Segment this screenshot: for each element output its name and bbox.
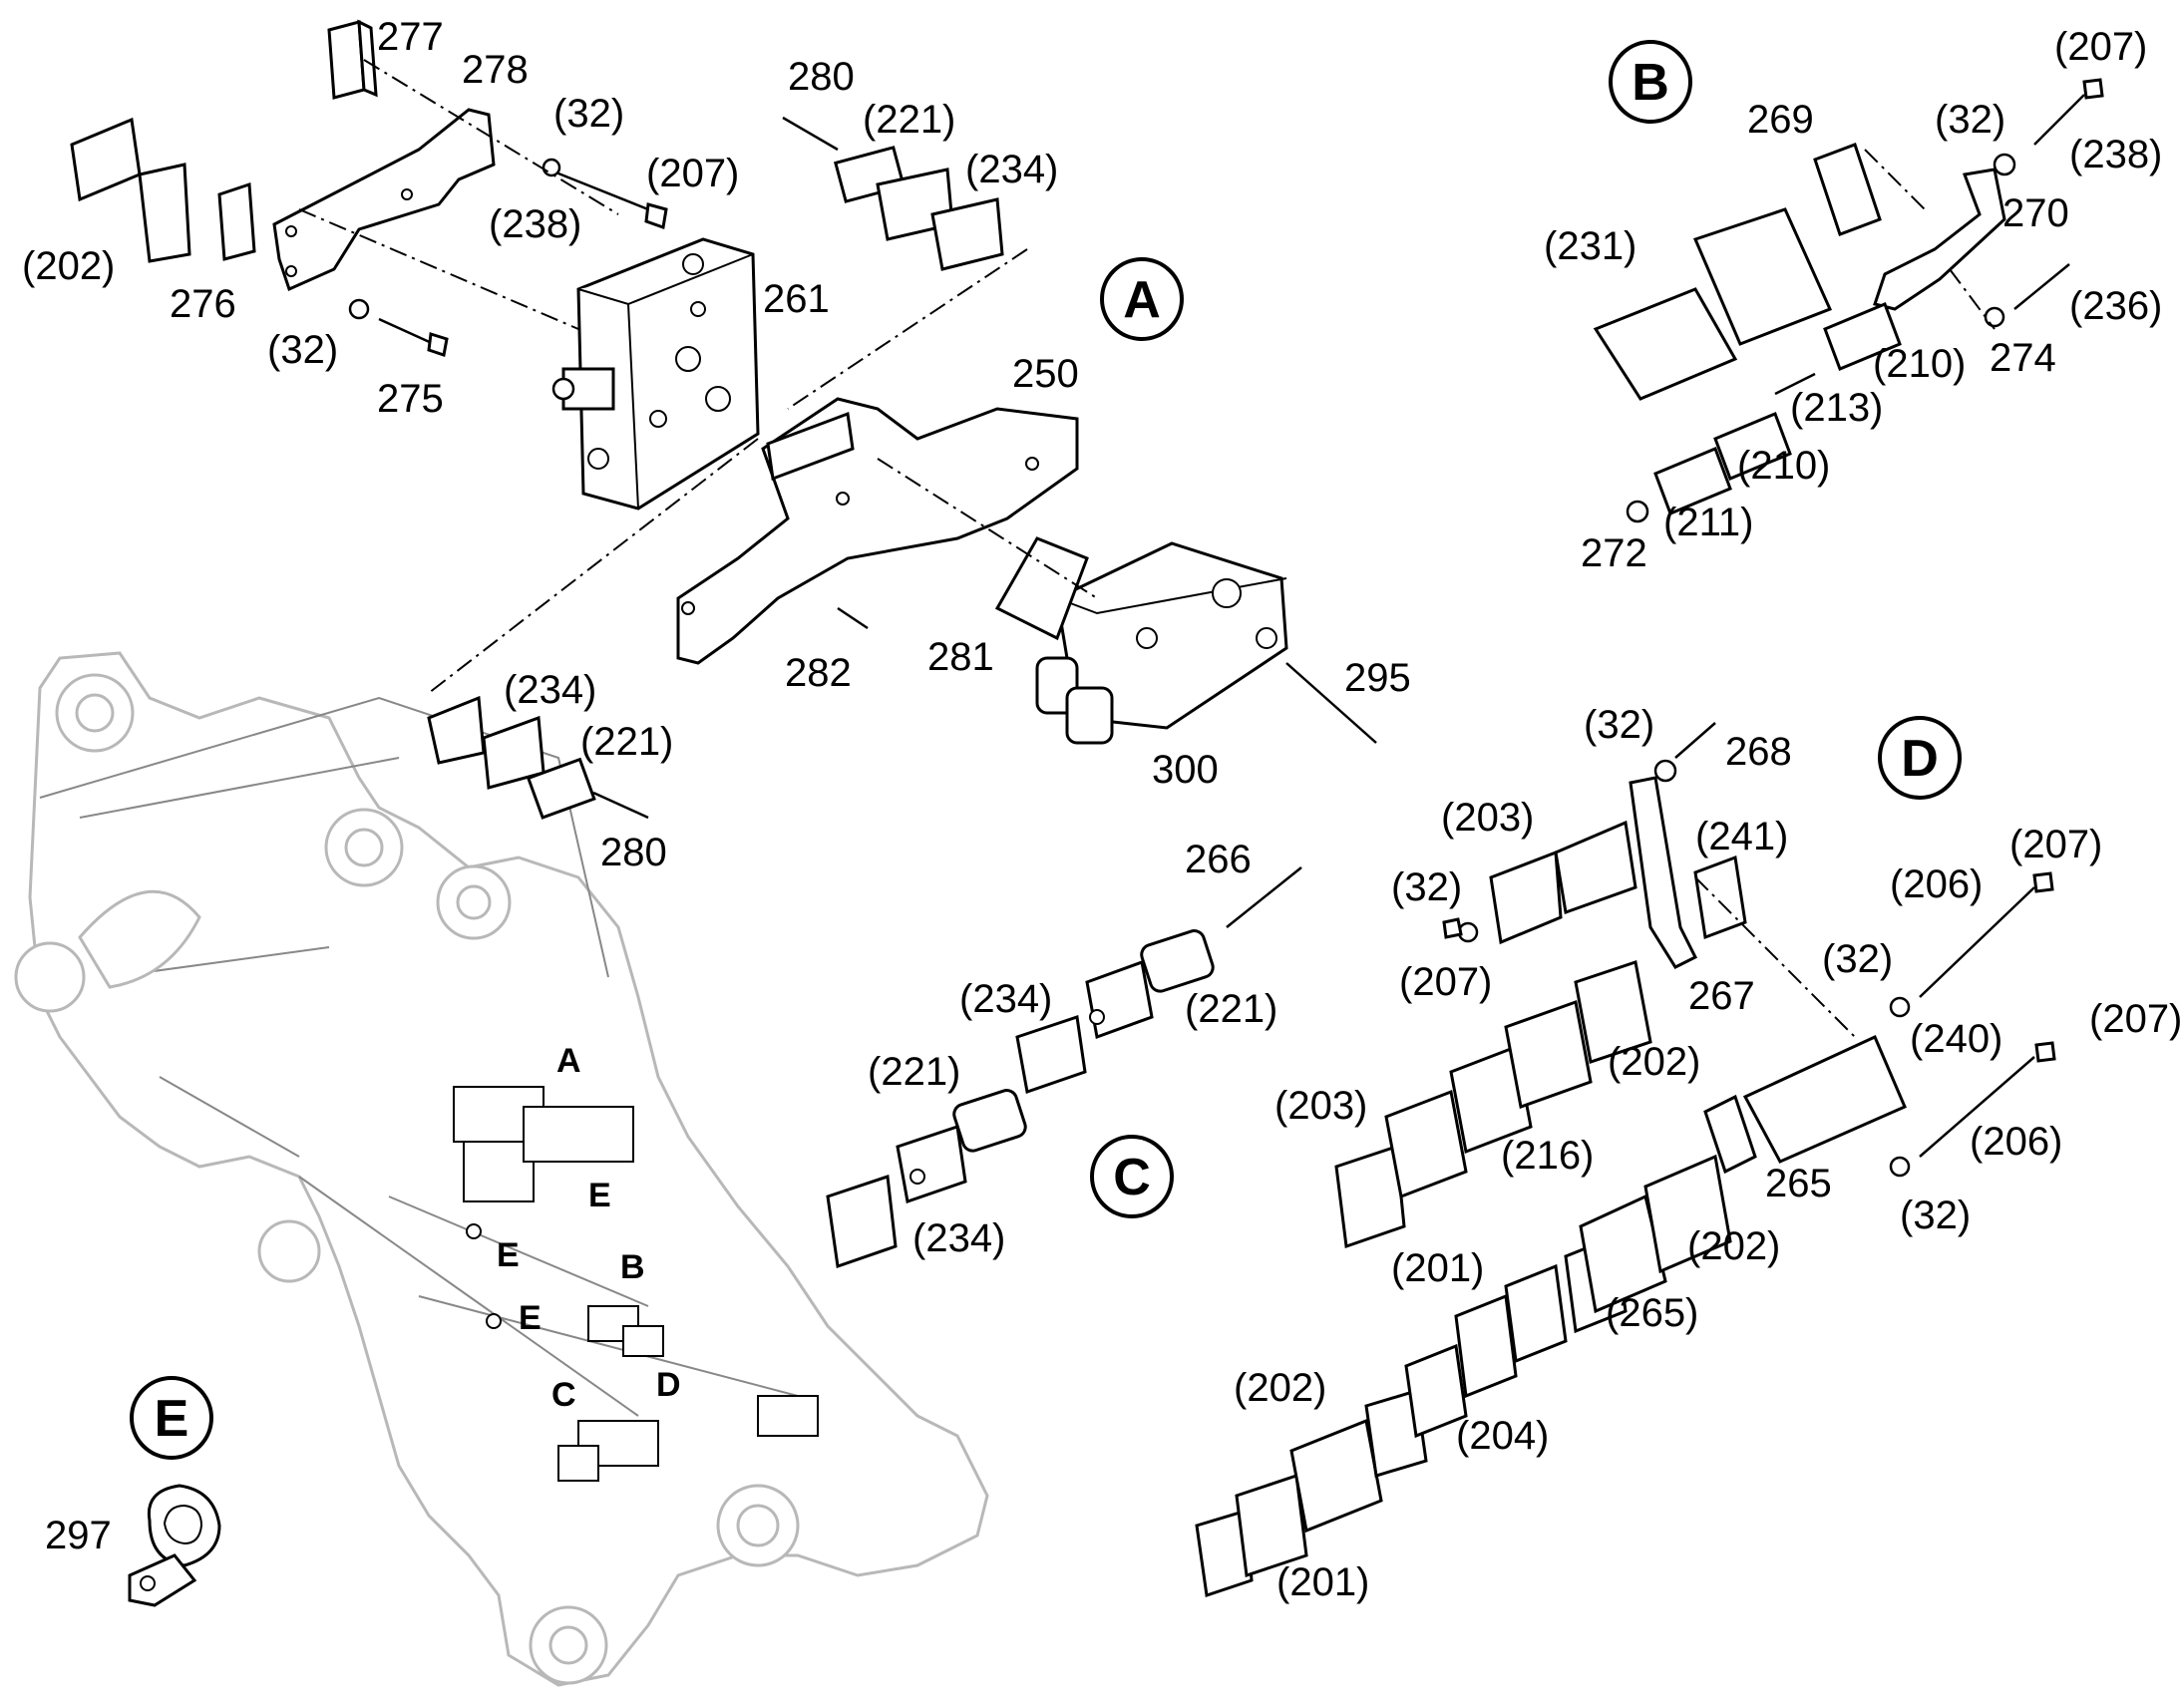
view-badge-a-letter: A <box>1123 271 1161 329</box>
callout-269: 269 <box>1747 98 1814 142</box>
callouts-view-a: 277 278 (32) (207) (238) (202) 276 (32) … <box>22 15 1411 874</box>
callout-275: 275 <box>377 377 444 421</box>
callout-221-c2: (221) <box>868 1050 960 1094</box>
callout-202-d1: (202) <box>1608 1040 1700 1084</box>
callout-240: (240) <box>1910 1017 2002 1061</box>
view-badge-b-letter: B <box>1632 54 1669 112</box>
boom-label-e2: E <box>497 1236 520 1274</box>
view-badge-b: B <box>1609 40 1692 124</box>
callout-300: 300 <box>1152 748 1219 792</box>
view-d-assembly <box>1195 722 2056 1597</box>
boom-label-c: C <box>551 1376 576 1414</box>
boom-label-e3: E <box>519 1299 542 1337</box>
boom-label-d: D <box>656 1366 681 1404</box>
callout-234-a2: (234) <box>504 668 596 712</box>
boom-label-b: B <box>620 1248 645 1286</box>
callouts-view-b: (207) (32) (238) 269 (231) 270 (236) (21… <box>1544 25 2162 575</box>
callout-32-d1: (32) <box>1584 703 1654 747</box>
callouts-view-e: 297 <box>45 1514 112 1557</box>
callout-210-b2: (210) <box>1737 444 1830 488</box>
callout-201-d1: (201) <box>1391 1246 1484 1290</box>
callout-236: (236) <box>2069 284 2162 328</box>
callout-234-a1: (234) <box>965 148 1058 191</box>
callout-213: (213) <box>1790 386 1883 430</box>
callouts-view-c: 266 (234) (221) (221) (234) <box>868 838 1277 1260</box>
callout-204: (204) <box>1456 1414 1549 1458</box>
callout-250: 250 <box>1012 352 1079 396</box>
callout-276: 276 <box>170 282 236 326</box>
view-badge-e-letter: E <box>155 1390 189 1448</box>
callout-270: 270 <box>2002 191 2069 235</box>
callout-207-d2: (207) <box>2009 823 2102 866</box>
callout-32-a2: (32) <box>267 328 338 372</box>
callout-280-a1: 280 <box>788 55 855 99</box>
callout-207-d1: (207) <box>1399 960 1492 1004</box>
callout-221-a2: (221) <box>580 720 673 764</box>
callout-268: 268 <box>1725 730 1792 774</box>
callout-234-c2: (234) <box>912 1216 1005 1260</box>
callout-32-b: (32) <box>1935 98 2005 142</box>
callout-207-a: (207) <box>646 152 739 195</box>
callout-281: 281 <box>927 635 994 679</box>
callout-234-c1: (234) <box>959 977 1052 1021</box>
callout-238-b: (238) <box>2069 133 2162 176</box>
callout-206-d2: (206) <box>1970 1120 2062 1164</box>
callout-32-d4: (32) <box>1900 1194 1971 1237</box>
callout-221-c1: (221) <box>1185 987 1277 1031</box>
callout-265-d2: (265) <box>1606 1291 1698 1335</box>
callout-207-b: (207) <box>2054 25 2147 69</box>
boom-assembly: A E E B E C D <box>14 651 989 1687</box>
callout-221-a1: (221) <box>863 98 955 142</box>
callout-266: 266 <box>1185 838 1252 881</box>
view-badge-d: D <box>1878 716 1962 800</box>
view-badge-e: E <box>130 1376 213 1460</box>
callout-32-d3: (32) <box>1822 937 1893 981</box>
callout-241: (241) <box>1695 815 1788 858</box>
callout-211: (211) <box>1663 501 1753 544</box>
callout-297: 297 <box>45 1514 112 1557</box>
callout-274: 274 <box>1990 336 2056 380</box>
callout-261: 261 <box>763 277 830 321</box>
callout-282: 282 <box>785 651 852 695</box>
callout-272: 272 <box>1581 531 1647 575</box>
callout-206-d1: (206) <box>1890 862 1983 906</box>
callout-238-a: (238) <box>489 202 581 246</box>
callout-202-d2: (202) <box>1687 1224 1780 1268</box>
callout-210-b1: (210) <box>1873 342 1966 386</box>
view-badge-c: C <box>1090 1135 1174 1218</box>
view-a-assembly <box>70 19 1377 820</box>
view-b-assembly <box>1593 78 2104 523</box>
view-e-assembly <box>128 1484 221 1607</box>
callout-216: (216) <box>1501 1134 1594 1178</box>
callout-277: 277 <box>377 15 444 59</box>
boom-label-a: A <box>556 1042 581 1080</box>
boom-mounted-parts <box>453 1086 819 1482</box>
callout-295: 295 <box>1344 656 1411 700</box>
view-badge-c-letter: C <box>1113 1149 1151 1206</box>
callout-32-a1: (32) <box>553 92 624 136</box>
callout-201-d2: (201) <box>1276 1560 1369 1604</box>
callouts-view-d: (32) 268 (203) (241) (32) (207) 267 (207… <box>1234 703 2180 1604</box>
callout-278: 278 <box>462 48 529 92</box>
callout-267: 267 <box>1688 974 1755 1018</box>
boom-label-e1: E <box>588 1177 611 1214</box>
callout-203-d1: (203) <box>1441 796 1534 840</box>
view-badge-a: A <box>1100 257 1184 341</box>
callout-207-d3: (207) <box>2089 997 2180 1041</box>
callout-202-d3: (202) <box>1234 1366 1326 1410</box>
view-badge-d-letter: D <box>1901 730 1939 788</box>
callout-202-a: (202) <box>22 244 115 288</box>
callout-265-d1: 265 <box>1765 1162 1832 1205</box>
callout-280-a2: 280 <box>600 831 667 874</box>
callout-231: (231) <box>1544 224 1636 268</box>
callout-32-d2: (32) <box>1391 865 1462 909</box>
view-c-assembly <box>826 866 1302 1269</box>
callout-203-d2: (203) <box>1274 1084 1367 1128</box>
